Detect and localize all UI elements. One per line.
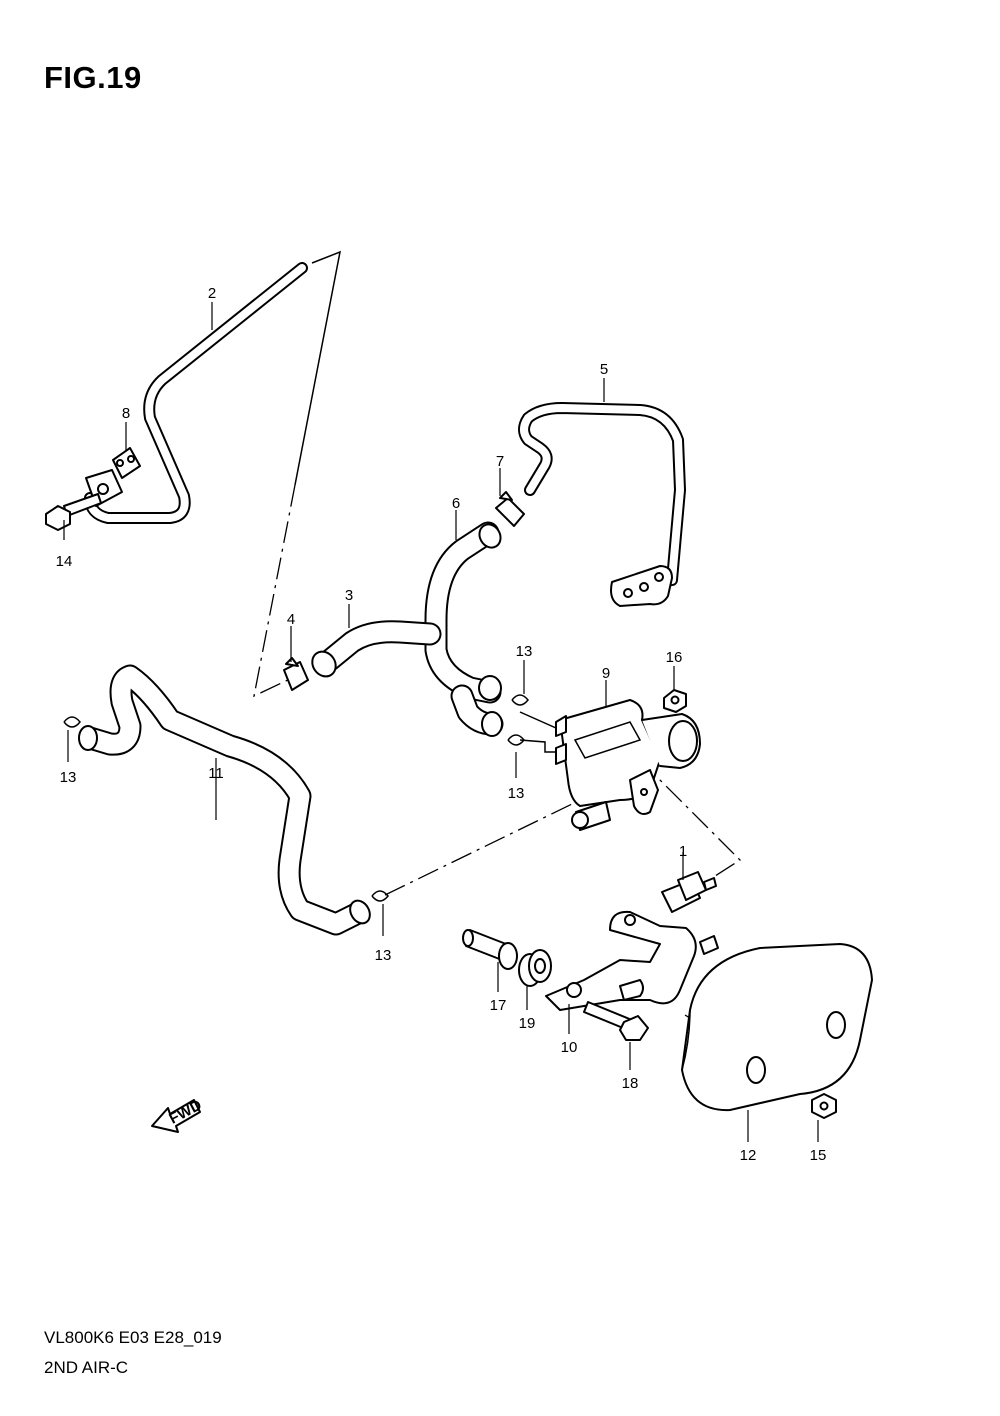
callout-4: 4	[287, 611, 295, 628]
clip-13-c	[507, 734, 525, 746]
callout-2: 2	[208, 285, 216, 302]
callout-10: 10	[561, 1039, 578, 1056]
section-name: 2ND AIR-C	[44, 1358, 129, 1377]
callout-3: 3	[345, 587, 353, 604]
part-3-hose	[311, 620, 504, 737]
callout-11: 11	[208, 765, 224, 782]
model-code: VL800K6 E03 E28_019	[44, 1328, 222, 1347]
callout-19: 19	[519, 1015, 536, 1032]
callout-18: 18	[622, 1075, 639, 1092]
part-12-cover	[681, 943, 873, 1112]
part-19-grommet	[518, 949, 552, 987]
part-18-bolt	[583, 1001, 649, 1041]
part-2-air-pipe	[84, 262, 308, 524]
part-17-collar	[462, 929, 518, 970]
part-4-clamp	[283, 657, 309, 691]
callout-12: 12	[740, 1147, 757, 1164]
clip-13-a	[63, 716, 81, 728]
pipe-2-flange-hole	[97, 483, 109, 495]
callout-13-upper: 13	[516, 643, 533, 660]
part-16-nut	[663, 689, 687, 713]
part-9-control-valve	[555, 699, 701, 831]
fwd-arrow-icon: FWD	[151, 1097, 205, 1133]
part-7-clamp	[495, 491, 525, 527]
callout-13-left: 13	[60, 769, 77, 786]
callout-17: 17	[490, 997, 507, 1014]
clip-13-d	[371, 890, 389, 902]
part-10-bracket	[545, 910, 719, 1011]
ref-line-13-lower	[519, 739, 556, 753]
part-11-hose	[78, 664, 371, 936]
part-5-air-pipe	[518, 402, 686, 607]
ref-line-13-upper	[519, 711, 557, 729]
fwd-arrow-label: FWD	[166, 1097, 204, 1128]
callout-9: 9	[602, 665, 610, 682]
ref-line-2-top	[294, 250, 341, 486]
part-13-clips	[63, 694, 529, 902]
ref-line-11-to-9	[384, 803, 573, 896]
clip-13-b	[511, 694, 529, 706]
part-6-hose	[424, 521, 502, 704]
callout-13-lower: 13	[508, 785, 525, 802]
callout-leaders	[63, 302, 819, 1142]
callout-16: 16	[666, 649, 683, 666]
part-15-nut	[811, 1093, 837, 1119]
ref-line-9-to-1	[639, 759, 742, 879]
part-8-gasket	[112, 447, 141, 479]
callout-5: 5	[600, 361, 608, 378]
callout-7: 7	[496, 453, 504, 470]
callout-numbers: 2 8 14 5 7 6 3 4 13 9 16 13 11 13 1 13 1…	[56, 285, 827, 1164]
callout-8: 8	[122, 405, 130, 422]
figure-title: FIG.19	[44, 60, 142, 95]
callout-13-bottom: 13	[375, 947, 392, 964]
ref-line-2-to-4	[253, 484, 296, 698]
callout-6: 6	[452, 495, 460, 512]
part-1-switch	[661, 871, 717, 913]
part-14-bolt	[45, 493, 102, 531]
callout-15: 15	[810, 1147, 827, 1164]
callout-1: 1	[679, 843, 687, 860]
callout-14: 14	[56, 553, 73, 570]
